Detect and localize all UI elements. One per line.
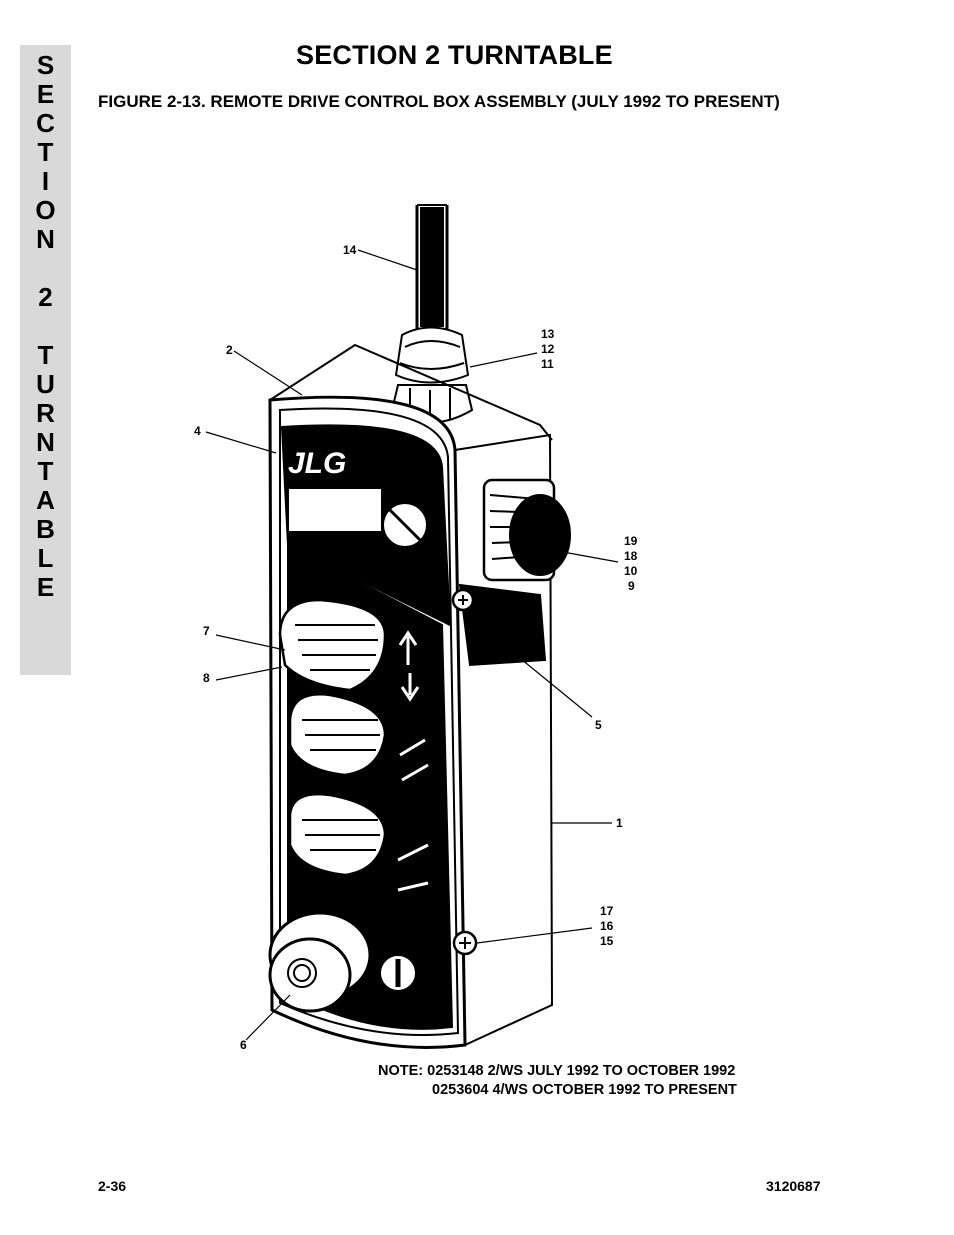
side-tab-letter: N (36, 427, 55, 457)
side-tab-letter: A (36, 485, 55, 515)
side-tab-letter: E (36, 79, 55, 109)
figure-title: FIGURE 2-13. REMOTE DRIVE CONTROL BOX AS… (98, 92, 780, 111)
section-title: SECTION 2 TURNTABLE (296, 40, 613, 70)
side-tab-letter: O (35, 195, 56, 225)
side-tab-letter: L (37, 543, 54, 573)
callout-5: 5 (595, 718, 602, 733)
callout-1: 1 (616, 816, 623, 831)
callout-8: 8 (203, 671, 210, 686)
callout-number: 18 (624, 549, 638, 563)
side-tab-letter: T (37, 137, 54, 167)
callout-number: 14 (343, 243, 357, 257)
callout-number: 7 (203, 624, 210, 638)
note-line-2: 0253604 4/WS OCTOBER 1992 TO PRESENT (432, 1082, 737, 1098)
side-tab-letter: U (36, 369, 55, 399)
note-line-1: NOTE: 0253148 2/WS JULY 1992 TO OCTOBER … (378, 1063, 736, 1079)
section-side-tab: S E C T I O N 2 T U R N T A B L E (20, 45, 71, 675)
side-tab-letter: E (36, 572, 55, 602)
callout-number: 1 (616, 816, 623, 830)
callout-number: 8 (203, 671, 210, 685)
side-tab-letter: C (36, 108, 55, 138)
callout-number: 10 (624, 564, 638, 578)
side-tab-letter: T (37, 456, 54, 486)
side-tab-letter: S (36, 50, 55, 80)
callout-2: 2 (226, 343, 233, 358)
side-tab-letter: I (41, 166, 50, 196)
callout-number: 12 (541, 342, 555, 356)
side-tab-letter: B (36, 514, 55, 544)
control-box-illustration: JLG 14 2 4 13 12 11 19 18 10 9 7 8 5 1 1… (180, 195, 660, 1060)
side-tab-letter: R (36, 398, 55, 428)
callout-number: 13 (541, 327, 555, 341)
callout-19-18-10-9: 19 18 10 9 (624, 534, 637, 594)
callout-number: 6 (240, 1038, 247, 1052)
side-tab-letter: N (36, 224, 55, 254)
callout-number: 17 (600, 904, 614, 918)
callout-number: 15 (600, 934, 614, 948)
callout-17-16-15: 17 16 15 (600, 904, 613, 949)
callout-number: 4 (194, 424, 201, 438)
page-number: 2-36 (98, 1178, 127, 1194)
callout-number: 19 (624, 534, 638, 548)
callout-14: 14 (343, 243, 356, 258)
figure-note: NOTE: 0253148 2/WS JULY 1992 TO OCTOBER … (378, 1062, 737, 1100)
callout-4: 4 (194, 424, 201, 439)
callout-number: 16 (600, 919, 614, 933)
control-box-drawing: JLG (205, 204, 619, 1049)
callout-13-12-11: 13 12 11 (541, 327, 554, 372)
callout-number: 9 (628, 579, 635, 593)
side-tab-letter: T (37, 340, 54, 370)
callout-7: 7 (203, 624, 210, 639)
callout-6: 6 (240, 1038, 247, 1053)
callout-number: 11 (541, 357, 554, 371)
side-tab-letter: 2 (38, 282, 53, 312)
callout-number: 5 (595, 718, 602, 732)
panel-logo-text: JLG (288, 447, 346, 480)
document-number: 3120687 (766, 1178, 821, 1194)
callout-number: 2 (226, 343, 233, 357)
